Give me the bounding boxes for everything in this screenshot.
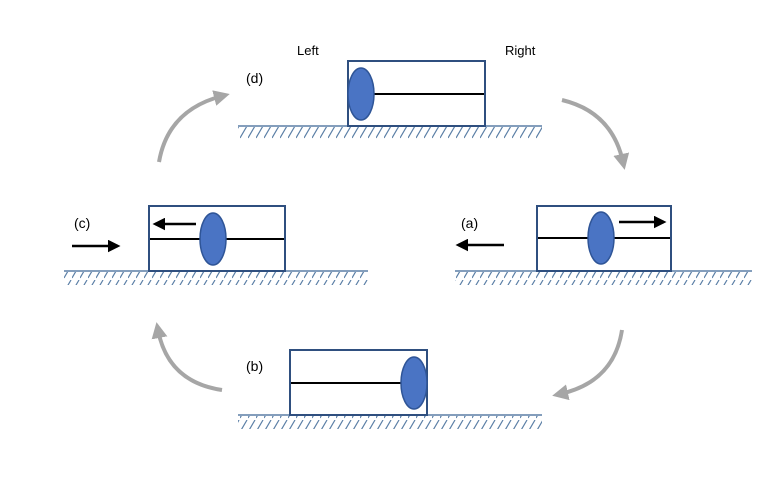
ground-a: [455, 270, 752, 285]
cycle-arrow-a-to-b: [552, 329, 624, 401]
ground-d: [238, 125, 542, 140]
left-label: Left: [297, 43, 319, 58]
stage-b: (b): [238, 349, 542, 429]
stage-b-label: (b): [246, 358, 263, 374]
piston-c: [199, 212, 227, 266]
stage-a-label: (a): [461, 215, 478, 231]
right-label: Right: [505, 43, 536, 58]
cycle-arrow-d-to-a: [561, 98, 630, 170]
stage-d-label: (d): [246, 70, 263, 86]
stage-d: Left Right (d): [238, 43, 542, 140]
cycle-arrow-c-to-d: [157, 90, 230, 163]
piston-d: [347, 67, 375, 121]
stage-c-label: (c): [74, 215, 90, 231]
stage-a: (a): [455, 205, 752, 285]
stage-c: (c): [64, 205, 368, 285]
piston-b: [400, 356, 428, 410]
ground-b: [238, 414, 542, 429]
ground-c: [64, 270, 368, 285]
piston-a: [587, 211, 615, 265]
cycle-arrow-b-to-c: [151, 322, 223, 392]
